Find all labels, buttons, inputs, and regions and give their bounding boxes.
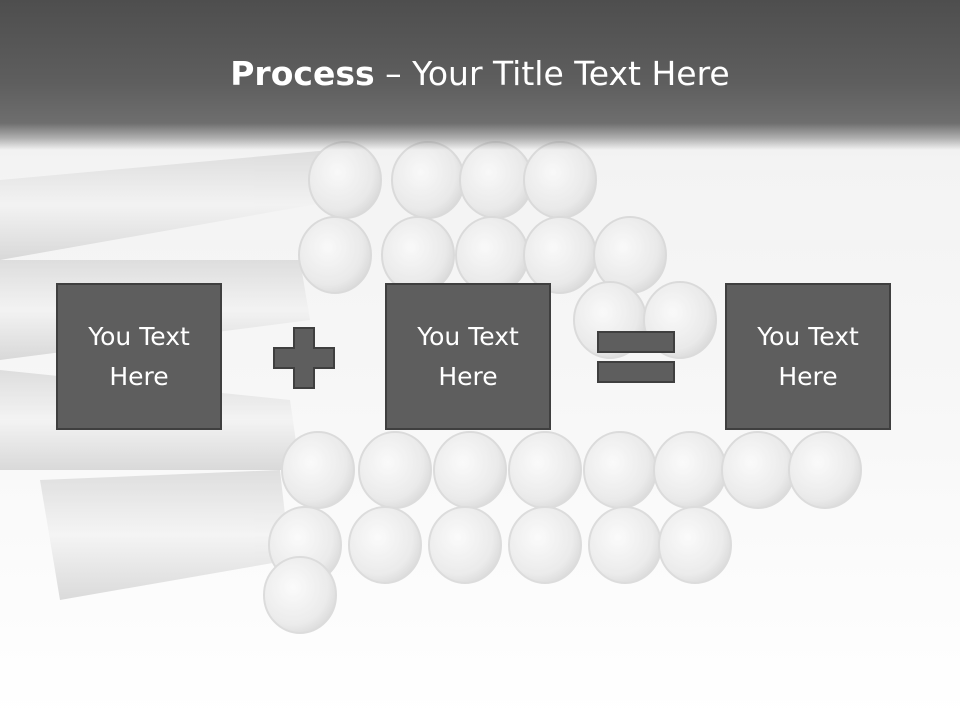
rod-body [40, 470, 290, 600]
rod-end-cap [788, 431, 862, 509]
rod-end-cap [358, 431, 432, 509]
rod-end-cap [298, 216, 372, 294]
text-box-2-label: You Text Here [417, 321, 519, 391]
rod-end-cap [588, 506, 662, 584]
rod-end-cap [523, 216, 597, 294]
title-rest-text: – Your Title Text Here [374, 54, 730, 93]
rod-end-cap [348, 506, 422, 584]
rod-end-cap [508, 506, 582, 584]
rod-end-cap [508, 431, 582, 509]
rod-end-cap [433, 431, 507, 509]
text-box-1[interactable]: You Text Here [56, 283, 222, 430]
title-bar [0, 0, 960, 150]
text-box-3[interactable]: You Text Here [725, 283, 891, 430]
rod-end-cap [308, 141, 382, 219]
rod-body [0, 150, 340, 260]
slide-title: Process – Your Title Text Here [0, 52, 960, 96]
title-bold-text: Process [230, 54, 375, 93]
rod-end-cap [721, 431, 795, 509]
rod-end-cap [428, 506, 502, 584]
text-box-2[interactable]: You Text Here [385, 283, 551, 430]
rod-end-cap [523, 141, 597, 219]
rod-end-cap [263, 556, 337, 634]
rod-end-cap [281, 431, 355, 509]
rod-end-cap [455, 216, 529, 294]
rod-end-cap [391, 141, 465, 219]
text-box-3-label: You Text Here [757, 321, 859, 391]
plus-icon [273, 327, 335, 389]
rod-end-cap [653, 431, 727, 509]
rod-end-cap [381, 216, 455, 294]
text-box-1-label: You Text Here [88, 321, 190, 391]
rod-end-cap [658, 506, 732, 584]
rod-end-cap [459, 141, 533, 219]
equals-icon [597, 331, 675, 383]
rod-end-cap [583, 431, 657, 509]
